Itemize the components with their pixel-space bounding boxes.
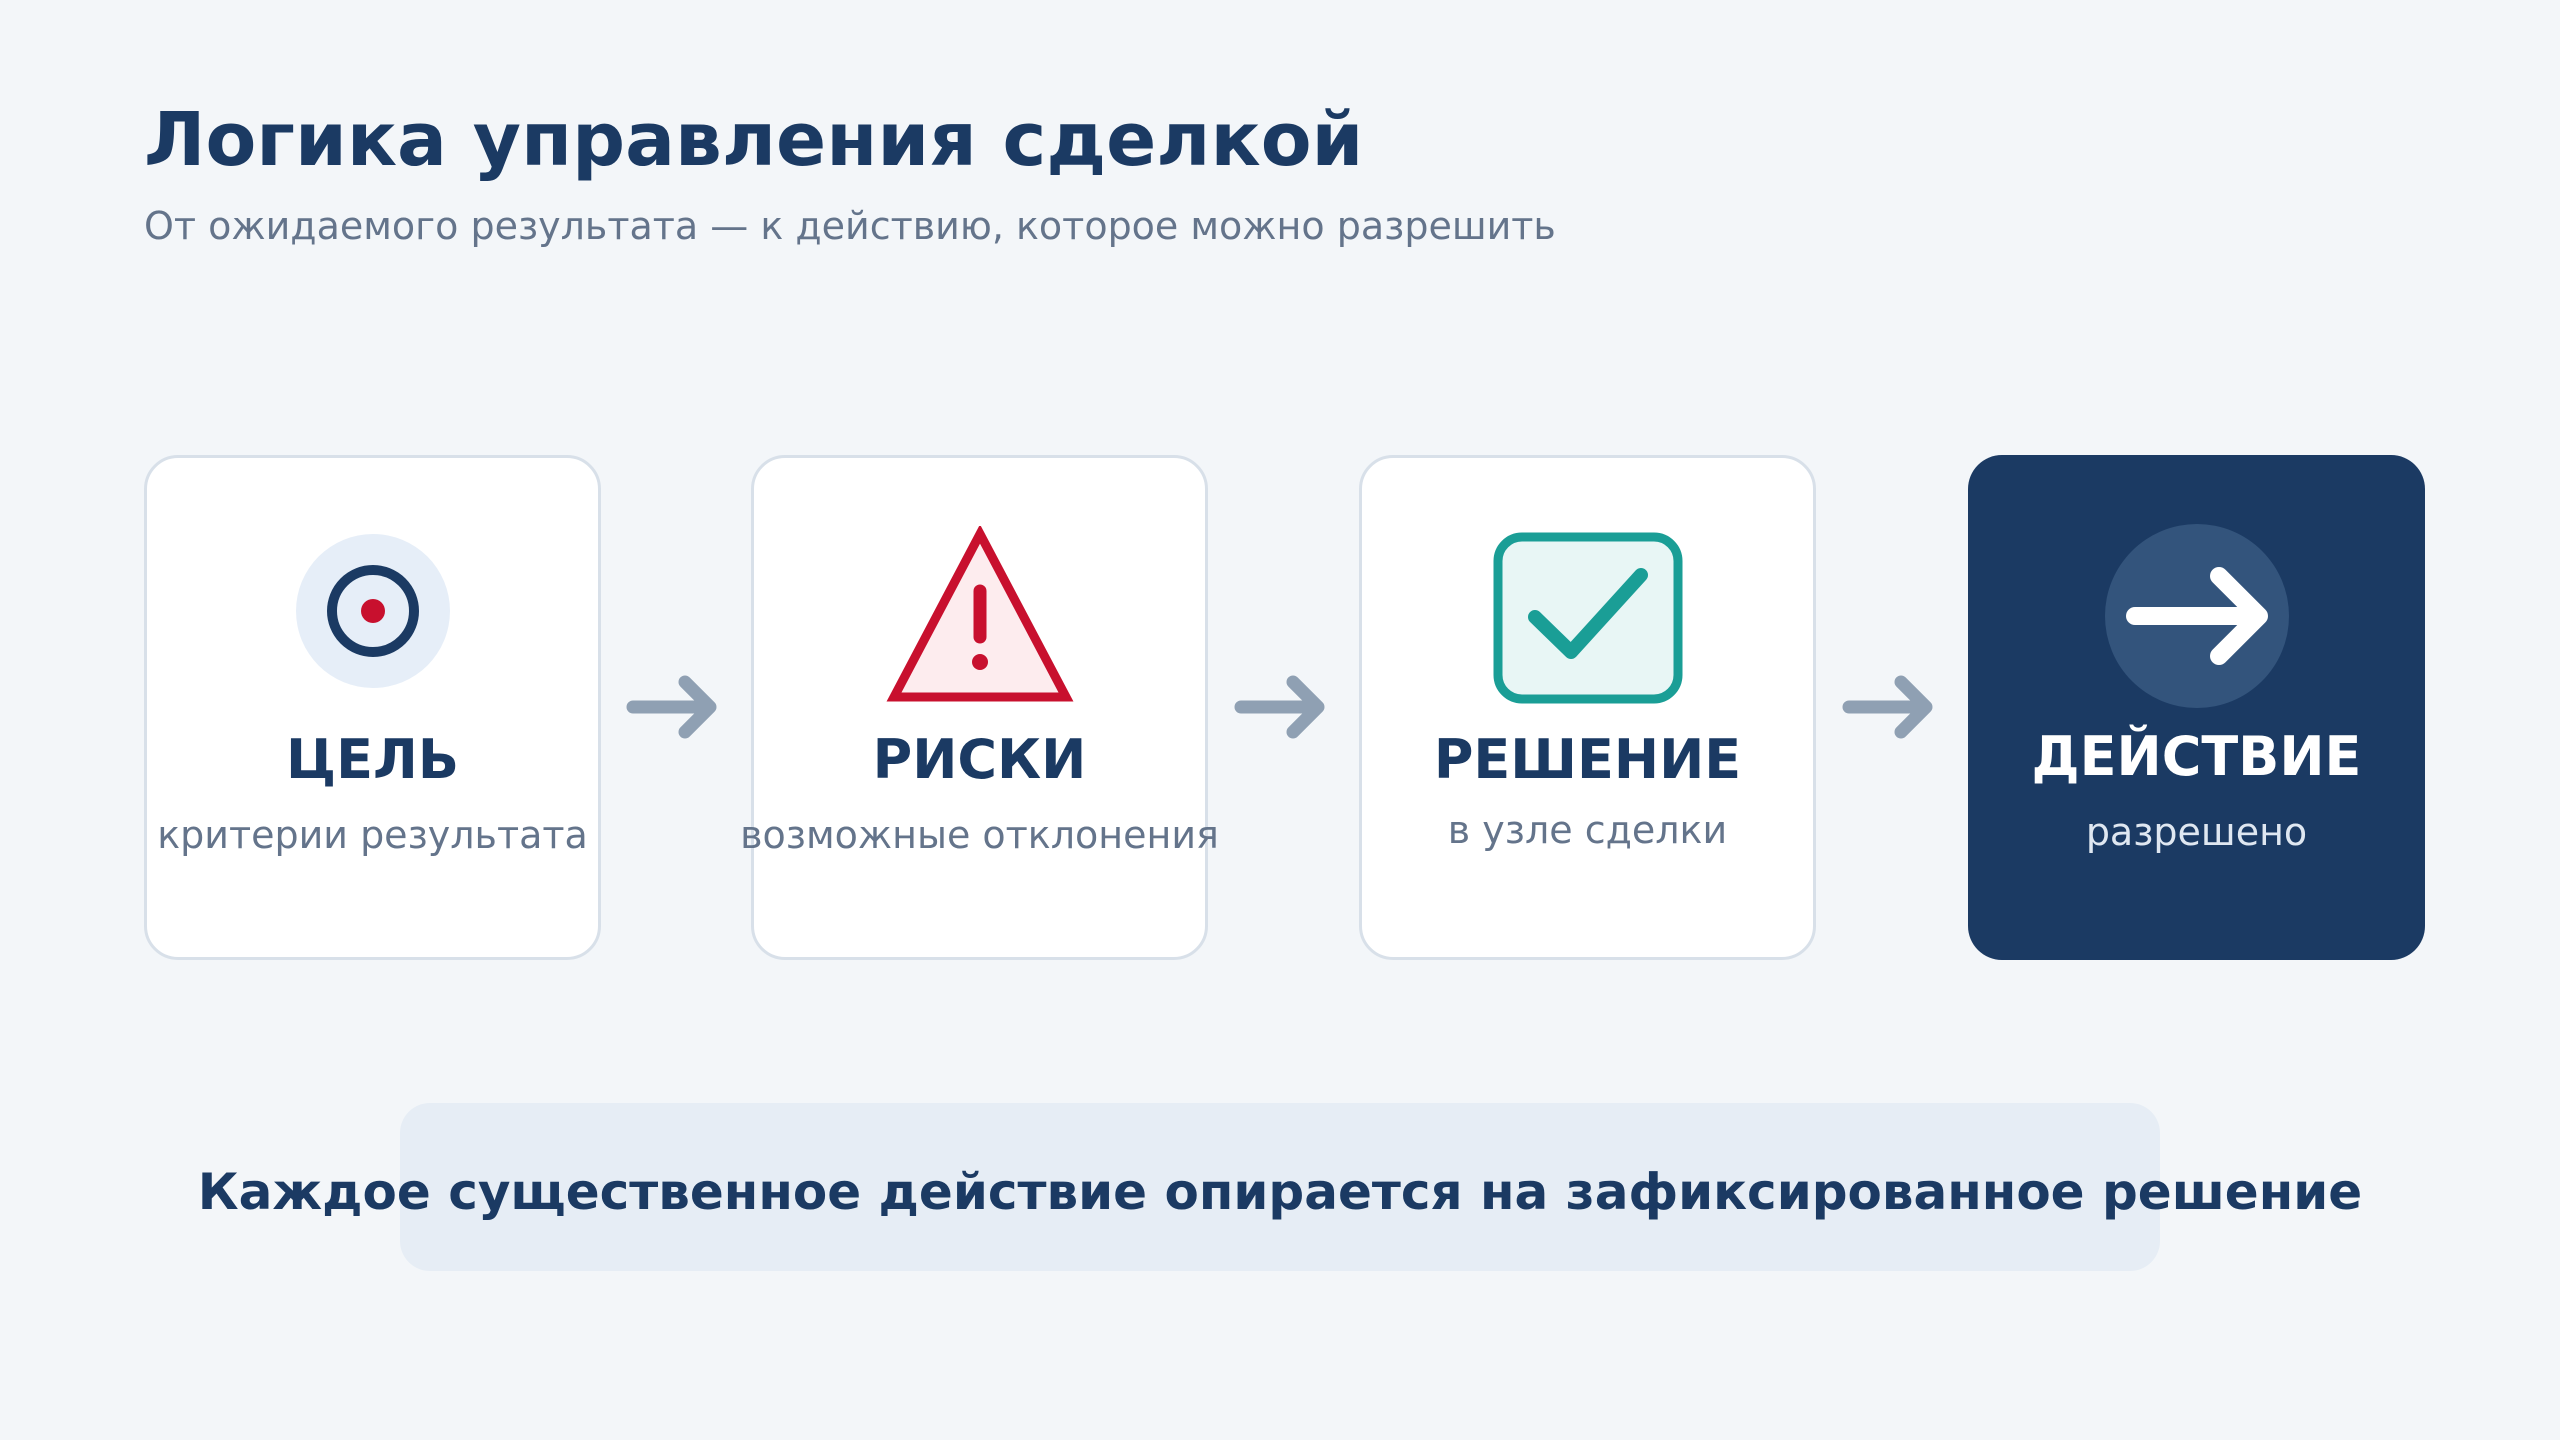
page-title: Логика управления сделкой: [144, 97, 1364, 183]
step-subtitle: возможные отклонения: [740, 813, 1219, 857]
arrow-right-icon: [625, 672, 721, 742]
step-card-risks: РИСКИ возможные отклонения: [740, 455, 1219, 960]
step-card-decision: РЕШЕНИЕ в узле сделки: [1359, 455, 1816, 960]
summary-banner: [400, 1103, 2160, 1271]
step-title: ЦЕЛЬ: [286, 728, 459, 791]
step-title: РИСКИ: [872, 728, 1087, 791]
arrow-right-icon: [1968, 523, 2425, 709]
step-card-action: ДЕЙСТВИЕ разрешено: [1968, 455, 2425, 960]
target-icon: [147, 533, 598, 689]
page-subtitle: От ожидаемого результата — к действию, к…: [144, 204, 1556, 248]
step-subtitle: в узле сделки: [1447, 808, 1728, 852]
step-card-goal: ЦЕЛЬ критерии результата: [144, 455, 601, 960]
step-title: РЕШЕНИЕ: [1433, 728, 1742, 791]
summary-text: Каждое существенное действие опирается н…: [197, 1163, 2363, 1221]
step-title: ДЕЙСТВИЕ: [2031, 725, 2362, 788]
checkbox-icon: [1362, 532, 1813, 704]
step-subtitle: разрешено: [2085, 810, 2308, 854]
warning-icon: [754, 526, 1205, 702]
arrow-right-icon: [1233, 672, 1329, 742]
arrow-right-icon: [1841, 672, 1937, 742]
step-subtitle: критерии результата: [157, 813, 588, 857]
